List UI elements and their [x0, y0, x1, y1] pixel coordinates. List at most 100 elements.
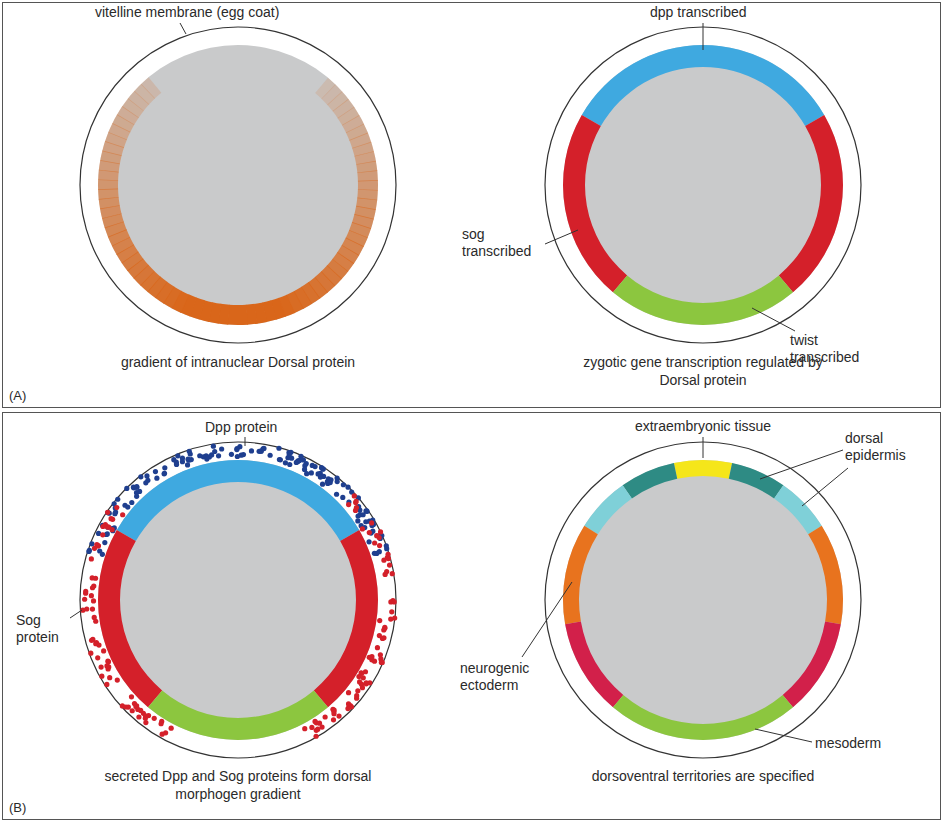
protein-dot: [355, 688, 360, 693]
protein-dot: [384, 543, 389, 548]
protein-dot: [204, 456, 209, 461]
protein-dot: [100, 552, 105, 557]
dorsal-gradient: [141, 77, 162, 98]
protein-dot: [320, 482, 325, 487]
protein-dot: [346, 701, 351, 706]
protein-dot: [134, 484, 139, 489]
leader-line: [545, 230, 578, 244]
protein-dot: [105, 510, 110, 515]
protein-dot: [115, 678, 120, 683]
protein-dot: [330, 707, 335, 712]
part-label: Dpp protein: [205, 419, 277, 436]
protein-dot: [278, 457, 283, 462]
leader-line: [70, 610, 82, 618]
protein-dot: [357, 679, 362, 684]
protein-dot: [387, 563, 392, 568]
protein-dot: [114, 505, 119, 510]
leader-line: [760, 450, 843, 479]
protein-dot: [268, 453, 273, 458]
protein-dot: [115, 497, 120, 502]
vitelline-membrane: [80, 442, 396, 758]
protein-dot: [89, 541, 94, 546]
protein-dot: [309, 470, 314, 475]
dorsal-gradient: [358, 180, 378, 191]
panel-letter: (B): [9, 800, 26, 815]
protein-dot: [367, 530, 372, 535]
leader-line: [752, 308, 795, 331]
protein-dot: [369, 520, 374, 525]
protein-dot: [129, 694, 134, 699]
protein-dot: [360, 685, 365, 690]
protein-dot: [212, 449, 217, 454]
leader-line: [245, 437, 246, 446]
protein-dot: [135, 707, 140, 712]
protein-dot: [101, 648, 106, 653]
protein-dot: [105, 525, 110, 530]
protein-dot: [136, 714, 141, 719]
part-label: neurogenic ectoderm: [460, 660, 542, 694]
protein-dot: [145, 478, 150, 483]
protein-dot: [89, 593, 94, 598]
protein-dot: [355, 518, 360, 523]
protein-dot: [297, 458, 302, 463]
leader-line: [180, 23, 186, 34]
protein-dot: [158, 721, 163, 726]
protein-dot: [341, 482, 346, 487]
dorsal-epidermis-band: [584, 485, 632, 534]
protein-dot: [302, 467, 307, 472]
protein-dot: [105, 659, 110, 664]
protein-dot: [377, 543, 382, 548]
protein-dot: [88, 651, 93, 656]
protein-dot: [100, 532, 105, 537]
protein-dot: [277, 457, 282, 462]
protein-dot: [382, 626, 387, 631]
protein-dot: [187, 449, 192, 454]
protein-dot: [143, 716, 148, 721]
caption: gradient of intranuclear Dorsal protein: [103, 354, 373, 372]
part-label: vitelline membrane (egg coat): [95, 4, 279, 21]
twist-band: [613, 275, 793, 325]
protein-dot: [378, 652, 383, 657]
protein-dot: [89, 556, 94, 561]
leader-line: [522, 582, 572, 657]
part-label: twist transcribed: [790, 332, 880, 366]
protein-dot: [320, 466, 325, 471]
protein-dot: [390, 571, 395, 576]
protein-dot: [134, 494, 139, 499]
embryo-interior: [98, 460, 378, 740]
dorsal-epidermis-band: [729, 463, 784, 498]
protein-dot: [96, 642, 101, 647]
protein-dot: [138, 474, 143, 479]
sog-band: [779, 115, 843, 292]
neurogenic-band: [808, 526, 843, 625]
protein-dot: [320, 466, 325, 471]
embryo-interior: [563, 460, 843, 740]
protein-dot: [312, 719, 317, 724]
leader-line: [802, 468, 848, 506]
protein-dot: [154, 476, 159, 481]
leader-line: [755, 729, 812, 742]
part-label: sog transcribed: [462, 226, 542, 260]
dpp-band: [582, 45, 824, 126]
protein-dot: [392, 599, 397, 604]
protein-dot: [92, 615, 97, 620]
protein-dot: [364, 681, 369, 686]
protein-dot: [340, 495, 345, 500]
protein-dot: [137, 489, 142, 494]
protein-dot: [380, 636, 385, 641]
protein-dot: [331, 711, 336, 716]
protein-dot: [123, 704, 128, 709]
protein-dot: [379, 660, 384, 665]
protein-dot: [105, 531, 110, 536]
protein-dot: [229, 452, 234, 457]
protein-dot: [92, 546, 97, 551]
part-label: extraembryonic tissue: [635, 418, 771, 435]
protein-dot: [354, 693, 359, 698]
protein-dot: [375, 645, 380, 650]
protein-dot: [143, 720, 148, 725]
protein-dot: [216, 453, 221, 458]
protein-dot: [276, 446, 281, 451]
protein-dot: [380, 660, 385, 665]
protein-dot: [287, 462, 292, 467]
panel-letter: (A): [9, 388, 26, 403]
